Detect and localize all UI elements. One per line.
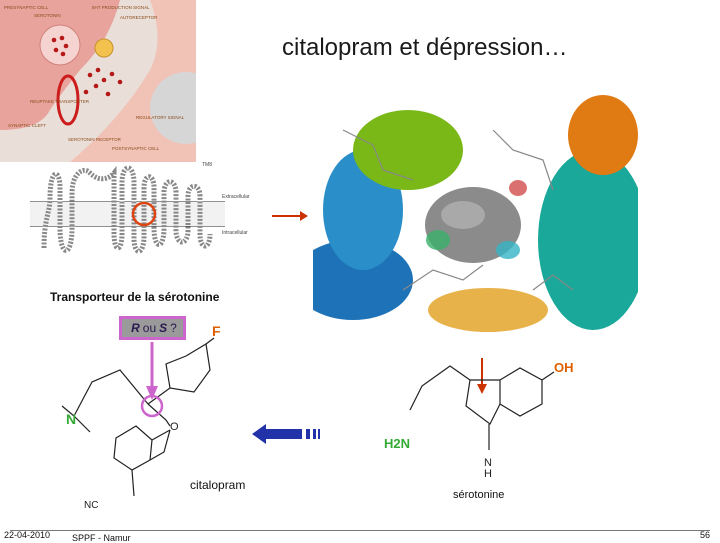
synapse-label-cleft: SYNAPTIC CLEFT [8, 123, 46, 128]
footer-divider [10, 530, 710, 531]
footer-date: 22-04-2010 [4, 530, 50, 540]
atom-f: F [212, 323, 221, 339]
transporter-label-intracellular: Intracellular [222, 230, 248, 236]
transporter-caption: Transporteur de la sérotonine [50, 290, 219, 304]
synapse-label-serotonin: SEROTONIN [34, 13, 61, 18]
synapse-illustration: PRESYNAPTIC CELL 5HT PRODUCTION SIGNAL S… [0, 0, 196, 162]
slide-title: citalopram et dépression… [282, 34, 567, 62]
arrow-left-icon [252, 424, 322, 444]
atom-h: H [484, 468, 492, 480]
footer-organization: SPPF - Namur [72, 533, 131, 543]
synapse-label-postsynaptic: POSTSYNAPTIC CELL [112, 146, 160, 151]
synapse-label-reuptake: REUPTAKE TRANSPORTER [30, 99, 90, 104]
synapse-label-autoreceptor: AUTORECEPTOR [120, 15, 158, 20]
atom-oh: OH [554, 360, 574, 375]
serotonin-caption: sérotonine [453, 489, 504, 501]
atom-nc: NC [84, 500, 98, 511]
transporter-label-tm8: TM8 [202, 162, 212, 168]
footer-page-number: 56 [700, 530, 710, 540]
atom-h2n: H2N [384, 436, 410, 451]
synapse-label-regulatory: REGULATORY SIGNAL [136, 115, 185, 120]
atom-o: O [170, 421, 179, 433]
atom-n: N [66, 411, 76, 427]
synapse-label-presynaptic: PRESYNAPTIC CELL [4, 5, 49, 10]
synapse-label-receptor: SEROTONIN RECEPTOR [68, 137, 122, 142]
transporter-topology-diagram: TM8 Extracellular Intracellular [30, 158, 260, 266]
serotonin-structure: OH H2N N H [370, 340, 590, 480]
arrow-right-icon [270, 206, 310, 226]
citalopram-caption: citalopram [190, 478, 245, 492]
protein-structure-image [313, 90, 638, 332]
transporter-label-extracellular: Extracellular [222, 194, 250, 200]
synapse-label-production: 5HT PRODUCTION SIGNAL [92, 5, 150, 10]
